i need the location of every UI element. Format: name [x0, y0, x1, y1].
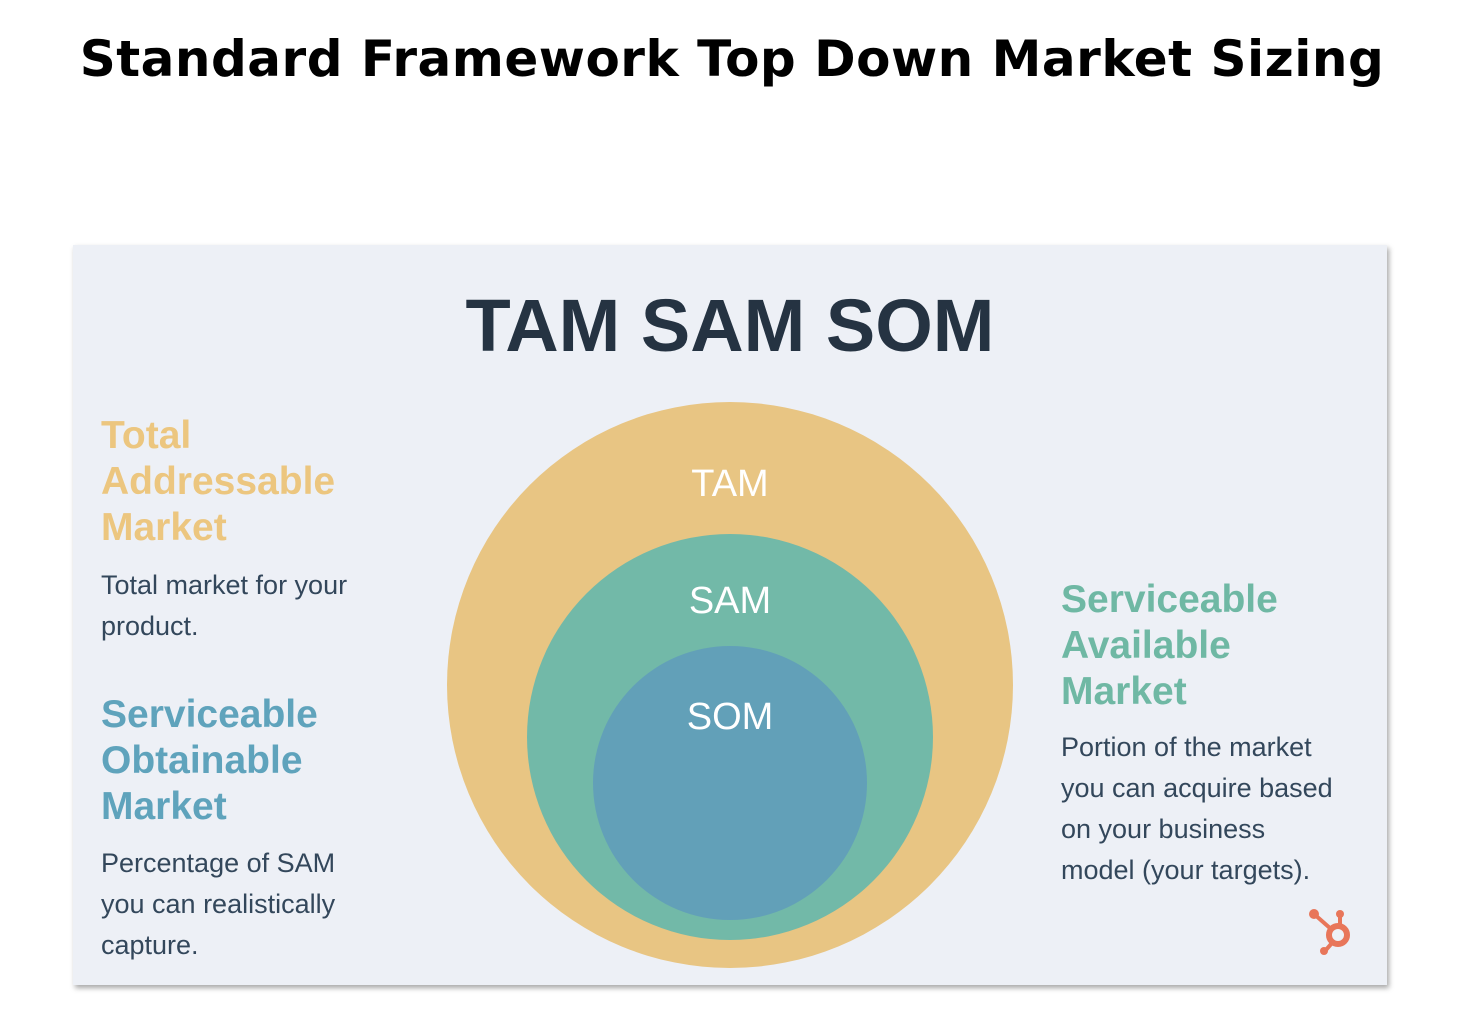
diagram-heading: TAM SAM SOM	[465, 284, 995, 367]
som-circle-label: SOM	[687, 696, 774, 738]
sam-title: Serviceable Available Market	[1061, 578, 1278, 713]
tam-circle-label: TAM	[691, 463, 768, 505]
sam-description: Portion of the market you can acquire ba…	[1061, 732, 1333, 885]
tam-title: Total Addressable Market	[101, 414, 336, 549]
tam-description: Total market for your product.	[101, 570, 348, 641]
hubspot-logo-icon	[1309, 909, 1350, 955]
page-title: Standard Framework Top Down Market Sizin…	[79, 30, 1385, 88]
som-title: Serviceable Obtainable Market	[101, 693, 318, 828]
som-circle	[593, 646, 867, 920]
sam-circle-label: SAM	[689, 580, 771, 622]
som-description: Percentage of SAM you can realistically …	[101, 848, 336, 960]
